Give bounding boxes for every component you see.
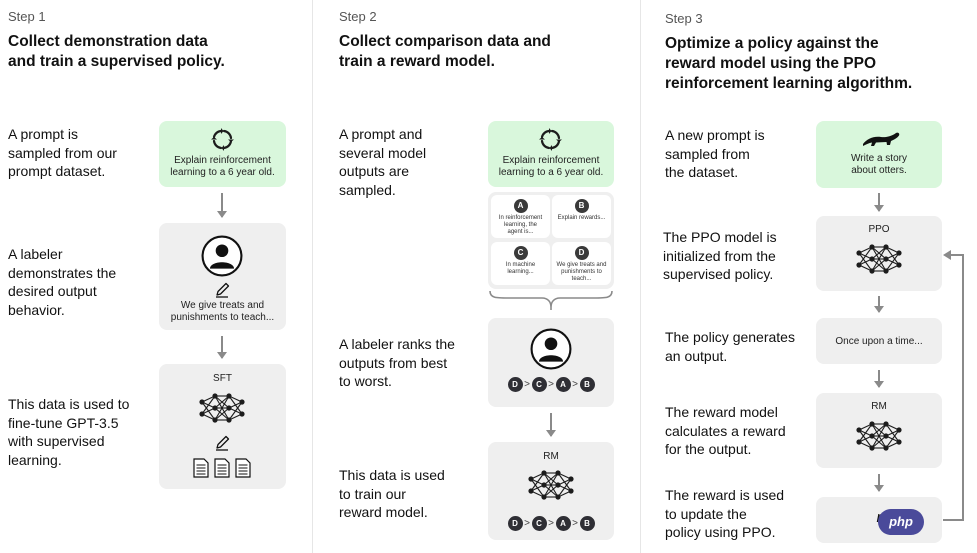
output-text: Once upon a time... [835, 336, 923, 347]
step1-arrow-2 [217, 336, 227, 359]
step3-prompt-box: Write a story about otters. [816, 121, 942, 188]
cycle-icon [538, 128, 563, 152]
column-divider-1 [312, 0, 313, 553]
step3-desc-prompt: A new prompt is sampled from the dataset… [665, 127, 765, 180]
step3-desc-update: The reward is used to update the policy … [665, 487, 785, 540]
step2-prompt-box: Explain reinforcement learning to a 6 ye… [488, 121, 614, 187]
step1-desc-prompt: A prompt is sampled from our prompt data… [8, 126, 117, 179]
step3-label: Step 3 [665, 11, 703, 26]
step3-prompt-text: Write a story about otters. [851, 153, 907, 176]
neural-network-icon [855, 243, 903, 275]
step3-column: Step 3 Optimize a policy against the rew… [641, 0, 977, 553]
output-card-c: C In machine learning... [491, 242, 550, 285]
step3-arrow-3 [874, 370, 884, 388]
step3-title: Optimize a policy against the reward mod… [665, 35, 913, 92]
document-icon [235, 458, 251, 478]
step2-desc-prompt: A prompt and several model outputs are s… [339, 126, 427, 198]
document-icon [193, 458, 209, 478]
step1-prompt-box: Explain reinforcement learning to a 6 ye… [159, 121, 286, 187]
step1-sft-box: SFT [159, 364, 286, 489]
ranking-row: D>C>A>B [488, 516, 614, 531]
step1-desc-finetune: This data is used to fine-tune GPT-3.5 w… [8, 396, 130, 468]
rm-label: RM [543, 451, 559, 462]
rm-label: RM [871, 401, 887, 412]
step2-column: Step 2 Collect comparison data and train… [313, 0, 640, 553]
step3-ppo-box: PPO [816, 216, 942, 291]
step3-arrow-2 [874, 296, 884, 313]
step1-desc-labeler: A labeler demonstrates the desired outpu… [8, 246, 117, 318]
neural-network-icon [527, 469, 575, 501]
step2-prompt-text: Explain reinforcement learning to a 6 ye… [498, 155, 604, 178]
step3-desc-policy: The policy generates an output. [665, 329, 795, 364]
step1-labeler-box: We give treats and punishments to teach.… [159, 223, 286, 330]
step3-arrow-1 [874, 193, 884, 212]
step1-label: Step 1 [8, 9, 46, 24]
output-card-d: D We give treats and punishments to teac… [552, 242, 611, 285]
sft-label: SFT [213, 373, 232, 384]
step1-column: Step 1 Collect demonstration data and tr… [0, 0, 312, 553]
neural-network-icon [855, 420, 903, 452]
person-icon [201, 235, 243, 277]
step2-label: Step 2 [339, 9, 377, 24]
output-card-a: A In reinforcement learning, the agent i… [491, 195, 550, 238]
bracket-icon [489, 290, 613, 310]
step1-arrow-1 [217, 193, 227, 218]
step3-arrow-4 [874, 474, 884, 492]
step2-rank-box: D>C>A>B [488, 318, 614, 407]
output-card-b: B Explain rewards... [552, 195, 611, 238]
ppo-label: PPO [868, 224, 890, 235]
otter-icon [863, 132, 900, 146]
step3-rm-box: RM [816, 393, 942, 468]
document-icon [214, 458, 230, 478]
person-icon [530, 328, 572, 370]
ranking-row: D>C>A>B [488, 377, 614, 392]
pencil-icon [215, 282, 230, 298]
neural-network-icon [198, 392, 246, 424]
step3-desc-ppo: The PPO model is initialized from the su… [663, 229, 777, 282]
step2-desc-rank: A labeler ranks the outputs from best to… [339, 336, 455, 389]
step2-arrow [546, 413, 556, 437]
step2-desc-train: This data is used to train our reward mo… [339, 467, 445, 520]
step3-desc-reward: The reward model calculates a reward for… [665, 404, 786, 457]
step2-rm-box: RM D>C>A>B [488, 442, 614, 540]
column-divider-2 [640, 0, 641, 553]
step1-prompt-text: Explain reinforcement learning to a 6 ye… [170, 155, 275, 178]
step2-title: Collect comparison data and train a rewa… [339, 33, 551, 70]
watermark-badge: php [878, 509, 924, 535]
feedback-loop-arrow [943, 250, 964, 521]
step3-output-box: Once upon a time... [816, 318, 942, 364]
cycle-icon [210, 128, 235, 152]
pencil-icon [215, 435, 230, 451]
step1-demo-text: We give treats and punishments to teach.… [170, 300, 275, 323]
step1-title: Collect demonstration data and train a s… [8, 33, 225, 70]
step2-outputs-box: A In reinforcement learning, the agent i… [488, 192, 614, 289]
